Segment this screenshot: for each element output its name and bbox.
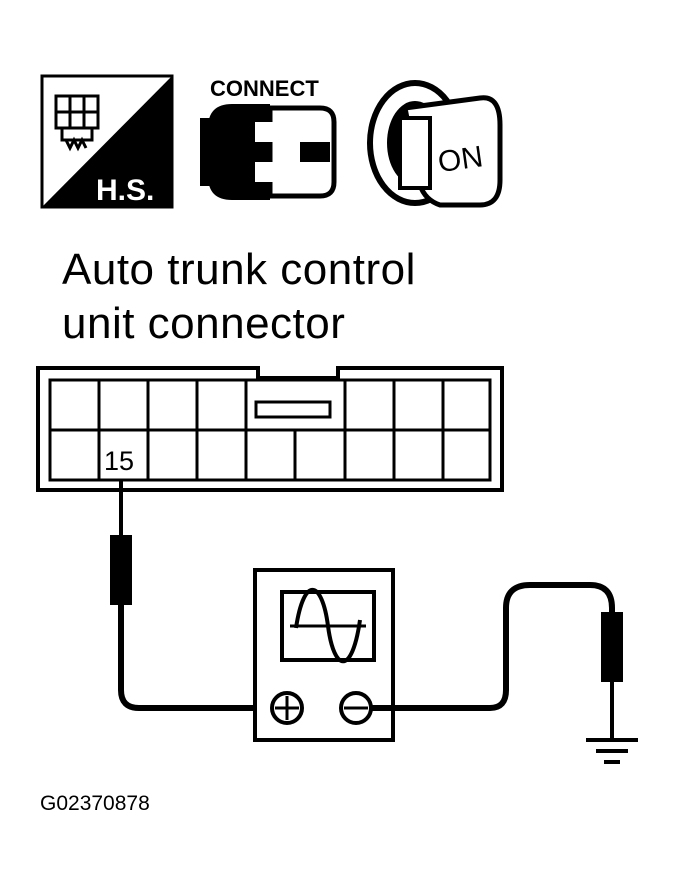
negative-probe-lead (371, 582, 623, 740)
connect-icon: CONNECT (200, 76, 337, 200)
title-line-2: unit connector (62, 299, 346, 348)
hs-label: H.S. (96, 174, 154, 207)
terminal-label: 15 (104, 446, 134, 476)
ignition-key-icon: ON (367, 80, 503, 208)
ignition-on-label: ON (436, 140, 485, 179)
positive-probe-lead (110, 480, 280, 711)
connector-title: Auto trunk control unit connector (62, 243, 416, 351)
connector-body (36, 366, 504, 492)
harness-sensor-icon: H.S. (40, 74, 174, 209)
connect-label: CONNECT (210, 76, 319, 101)
ground-icon (586, 738, 638, 764)
figure-code: G02370878 (40, 792, 150, 815)
oscilloscope-icon (253, 568, 395, 742)
title-line-1: Auto trunk control (62, 245, 416, 294)
